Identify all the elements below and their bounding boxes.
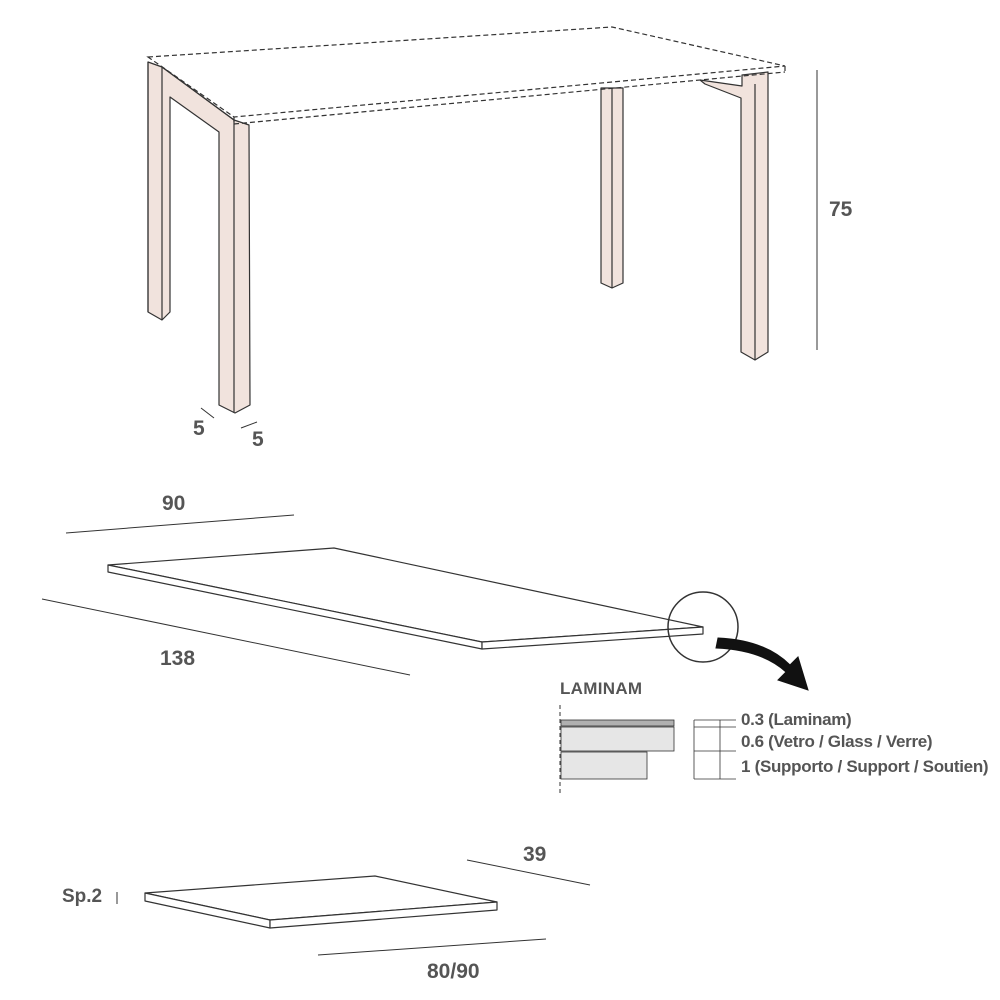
leg-depth-tick xyxy=(240,421,258,429)
glass-layer xyxy=(560,726,675,752)
top-length-dimension-line xyxy=(41,598,411,676)
leg-width-tick xyxy=(200,407,215,419)
laminam-layer xyxy=(560,719,675,727)
glass-thickness-label: 0.6 (Vetro / Glass / Verre) xyxy=(741,732,933,751)
extension-depth-label: 39 xyxy=(523,843,547,866)
extension-panel xyxy=(144,875,498,929)
extension-length-dimension-line xyxy=(317,938,547,956)
table-frame xyxy=(147,61,769,414)
extension-length-label: 80/90 xyxy=(427,960,480,983)
laminam-thickness-label: 0.3 (Laminam) xyxy=(741,710,852,729)
table-height-label: 75 xyxy=(829,198,853,221)
front-left-leg xyxy=(147,61,251,414)
top-width-dimension-line xyxy=(65,514,295,534)
extension-thickness-label: Sp.2 xyxy=(62,886,103,907)
laminam-section xyxy=(559,705,736,795)
top-width-label: 90 xyxy=(162,492,186,515)
support-layer xyxy=(560,751,648,780)
leg-width-label: 5 xyxy=(193,417,205,440)
table-top-outline xyxy=(146,26,786,125)
front-right-leg xyxy=(699,71,769,361)
leg-depth-label: 5 xyxy=(252,428,264,451)
top-panel xyxy=(107,547,704,650)
extension-depth-dimension-line xyxy=(466,859,591,886)
detail-arrow xyxy=(715,637,809,691)
top-length-label: 138 xyxy=(160,647,196,670)
support-thickness-label: 1 (Supporto / Support / Soutien) xyxy=(741,757,989,776)
detail-callout-circle xyxy=(667,591,739,663)
laminam-title: LAMINAM xyxy=(560,679,643,698)
